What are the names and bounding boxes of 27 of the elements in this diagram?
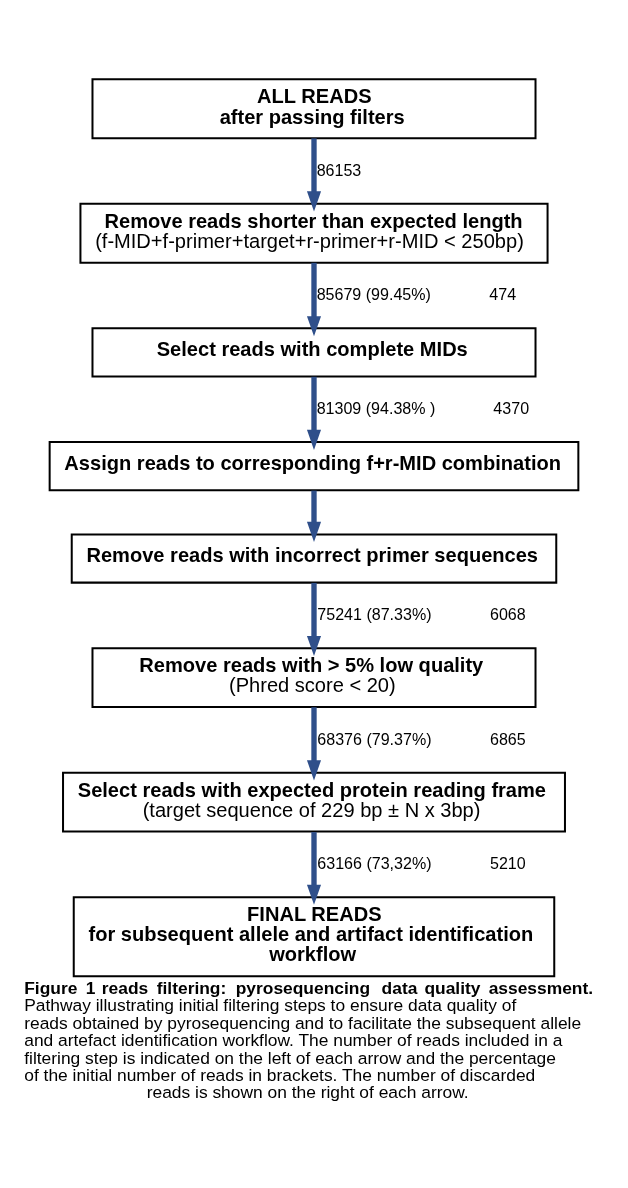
- edge-label: 68376 (79.37%): [317, 729, 432, 748]
- edge-label: 86153: [316, 160, 362, 179]
- arrow: [306, 138, 322, 212]
- node-box: Remove reads with incorrect primer sequences: [70, 533, 558, 584]
- node-box: FINAL READS for subsequent allele and artifact identification workflow: [72, 896, 556, 978]
- edge-label: 75241 (87.33%): [317, 605, 432, 624]
- label: 6068: [490, 605, 526, 624]
- edge-label: 81309 (94.38% ): [316, 399, 436, 418]
- node-box: Remove reads shorter than expected length (f-MID+f-primer+target+r-primer+r-MID < 250bp): [79, 202, 549, 264]
- node-box: Assign reads to corresponding f+r-MID combination: [48, 441, 580, 492]
- arrow: [306, 376, 322, 450]
- label: 5210: [490, 854, 526, 873]
- arrow: [306, 262, 322, 337]
- arrow: [306, 582, 322, 657]
- node-box: Remove reads with > 5% low quality (Phred score < 20): [91, 647, 537, 709]
- caption: Figure 1 reads filtering: pyrosequencing data quality assessment. Pathway illustrating initial filtering steps to ensure data quality of reads obtained by pyrosequencing and to facilitate the subsequent allele and artefact identification workflow. The number of reads included in a filtering step is indicated on the left of each arrow and the percentage of the initial number of reads in brackets. The number of discarded reads is shown on the right of each arrow.: [24, 978, 594, 1103]
- edge-label: 85679 (99.45%): [316, 285, 431, 304]
- node-box: Select reads with expected protein reading frame (target sequence of 229 bp ± N x 3bp): [62, 771, 566, 833]
- label: 474: [489, 285, 517, 304]
- node-box: ALL READS after passing filters: [91, 78, 537, 140]
- arrow: [306, 832, 322, 905]
- label: 6865: [490, 729, 526, 748]
- label: 4370: [493, 399, 530, 418]
- arrow: [306, 490, 322, 542]
- node-box: Select reads with complete MIDs: [91, 327, 537, 378]
- arrow: [306, 707, 322, 781]
- edge-label: 63166 (73,32%): [317, 854, 432, 873]
